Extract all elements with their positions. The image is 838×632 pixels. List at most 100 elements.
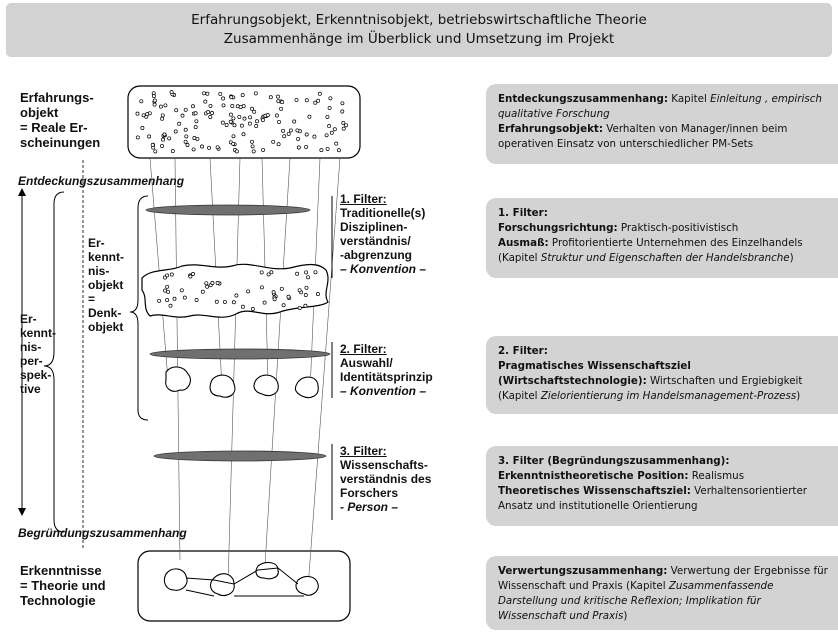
- dot: [242, 116, 247, 121]
- dot: [160, 113, 165, 118]
- dot: [200, 144, 204, 149]
- dot: [313, 100, 318, 105]
- dot: [259, 285, 264, 290]
- ray-line: [149, 157, 169, 381]
- dot: [304, 98, 309, 103]
- dot: [203, 99, 208, 104]
- dot: [295, 271, 300, 276]
- erfahrungsobjekt-label: Erfahrungs-objekt = Reale Er-scheinungen: [20, 90, 101, 150]
- dot: [250, 106, 254, 111]
- dot: [168, 303, 173, 308]
- dot: [231, 134, 236, 139]
- result-blobs: [163, 561, 319, 597]
- dot: [269, 270, 274, 275]
- dot: [183, 107, 188, 112]
- dot: [147, 134, 152, 139]
- dot: [241, 132, 246, 137]
- dot: [262, 300, 267, 305]
- dot: [279, 286, 284, 291]
- filter-2-label: 2. Filter: Auswahl/Identitätsprinzip – K…: [340, 342, 433, 398]
- object-blob: [141, 263, 329, 318]
- dot: [179, 288, 184, 293]
- dot: [303, 293, 308, 297]
- ray-line: [307, 157, 341, 589]
- dot: [193, 111, 198, 116]
- header-title: Erfahrungsobjekt, Erkenntnisobjekt, betr…: [191, 12, 647, 28]
- dot: [151, 94, 156, 99]
- dot: [251, 149, 256, 154]
- dot: [307, 114, 312, 119]
- dot: [271, 290, 276, 295]
- dot: [152, 102, 157, 107]
- dot: [297, 288, 302, 293]
- dot: [231, 300, 236, 305]
- dot: [304, 285, 309, 290]
- dot: [274, 113, 279, 118]
- box-verwertung: Verwertungszusammenhang: Verwertung der …: [486, 556, 838, 630]
- dot: [165, 298, 170, 303]
- dot: [279, 106, 284, 111]
- dot: [218, 91, 223, 96]
- dot: [268, 95, 273, 100]
- dot: [221, 96, 226, 101]
- dot: [180, 113, 185, 118]
- perspective-brace: [43, 191, 65, 533]
- dot: [230, 104, 235, 108]
- dot: [214, 299, 219, 304]
- dot: [328, 96, 333, 101]
- begruendung-label: Begründungszusammenhang: [18, 526, 187, 540]
- dots-top: [135, 90, 349, 154]
- dot: [234, 293, 239, 298]
- dot: [204, 281, 209, 286]
- dot: [327, 124, 332, 129]
- dot: [312, 134, 317, 139]
- dot: [252, 109, 257, 114]
- dot: [169, 90, 174, 95]
- dot: [177, 121, 182, 126]
- dot: [220, 120, 225, 125]
- ray-line: [174, 157, 181, 561]
- dot: [228, 119, 233, 124]
- dot: [215, 281, 220, 285]
- dot: [135, 111, 140, 116]
- dot: [325, 114, 330, 119]
- dot: [295, 128, 300, 133]
- dot: [152, 98, 157, 103]
- dot: [150, 142, 155, 147]
- dot: [294, 97, 299, 102]
- dot: [240, 304, 245, 309]
- dot: [292, 119, 297, 124]
- dot: [238, 105, 243, 109]
- dot: [145, 112, 150, 117]
- dot: [304, 144, 309, 149]
- dot: [304, 270, 309, 275]
- dot: [319, 148, 324, 153]
- dot: [340, 109, 345, 114]
- dot: [240, 93, 245, 98]
- dot: [205, 284, 210, 289]
- dot: [135, 135, 140, 140]
- dot: [153, 149, 158, 154]
- dot: [193, 125, 198, 130]
- dot: [222, 299, 227, 304]
- dot: [254, 124, 259, 128]
- dot: [246, 289, 251, 294]
- dot: [260, 118, 265, 123]
- dot: [165, 284, 170, 289]
- dot: [191, 104, 195, 109]
- dot: [170, 149, 175, 154]
- perspektive-label: Er-kennt- nis-per- spek-tive: [20, 312, 56, 396]
- dot: [172, 296, 177, 301]
- dot: [272, 297, 277, 302]
- dot: [259, 270, 264, 275]
- dot: [341, 126, 346, 131]
- dot: [158, 104, 163, 109]
- dot: [253, 91, 258, 96]
- dot: [141, 113, 146, 118]
- dot: [194, 298, 199, 302]
- dot: [140, 126, 145, 130]
- dot: [166, 289, 171, 294]
- result-connector: [185, 567, 299, 585]
- dot: [255, 119, 259, 124]
- box-entdeckung: Entdeckungszusammenhang: Kapitel Einleit…: [486, 84, 838, 164]
